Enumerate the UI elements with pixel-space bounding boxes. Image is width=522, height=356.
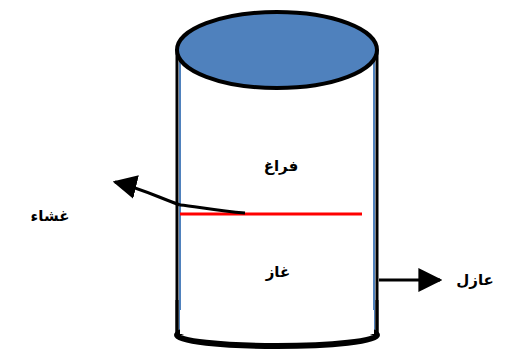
wall-inner <box>179 50 181 335</box>
part-label: غشاء <box>31 207 70 225</box>
region-label: فراغ <box>264 157 299 175</box>
region-label: غاز <box>266 263 291 281</box>
insulator-wall <box>176 300 179 335</box>
leader-arrow <box>115 182 180 205</box>
wall-inner <box>373 50 375 335</box>
leader-arrow <box>379 279 440 282</box>
membrane-edge <box>180 205 245 213</box>
base-mask <box>180 310 374 334</box>
insulator-wall <box>376 50 379 335</box>
cylinder-top <box>177 12 377 88</box>
membrane <box>245 213 362 216</box>
cylinder-body <box>177 50 377 335</box>
insulator-wall <box>176 50 179 335</box>
insulator-wall <box>376 300 379 335</box>
part-label: عازل <box>456 271 494 289</box>
